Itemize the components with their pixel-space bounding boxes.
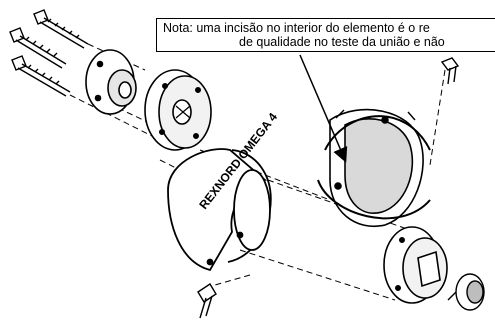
bolt-1 — [33, 9, 89, 49]
note-text-line-1: Nota: uma incisão no interior do element… — [163, 21, 430, 35]
note-callout: Nota: uma incisão no interior do element… — [156, 18, 495, 52]
note-text-line-2: de qualidade no teste da união e não — [239, 35, 445, 49]
flexible-element-half — [167, 148, 272, 272]
note-arrow — [299, 54, 348, 163]
hub-flange-left — [85, 49, 137, 115]
bolt-2 — [9, 27, 67, 69]
hub-right — [383, 226, 448, 304]
bushing-small — [447, 273, 485, 311]
bolt-top-right — [440, 57, 460, 85]
bolt-bottom — [197, 283, 217, 319]
split-element-with-clamps — [317, 108, 431, 228]
bolt-3 — [11, 55, 71, 97]
flange-disc — [144, 69, 212, 151]
